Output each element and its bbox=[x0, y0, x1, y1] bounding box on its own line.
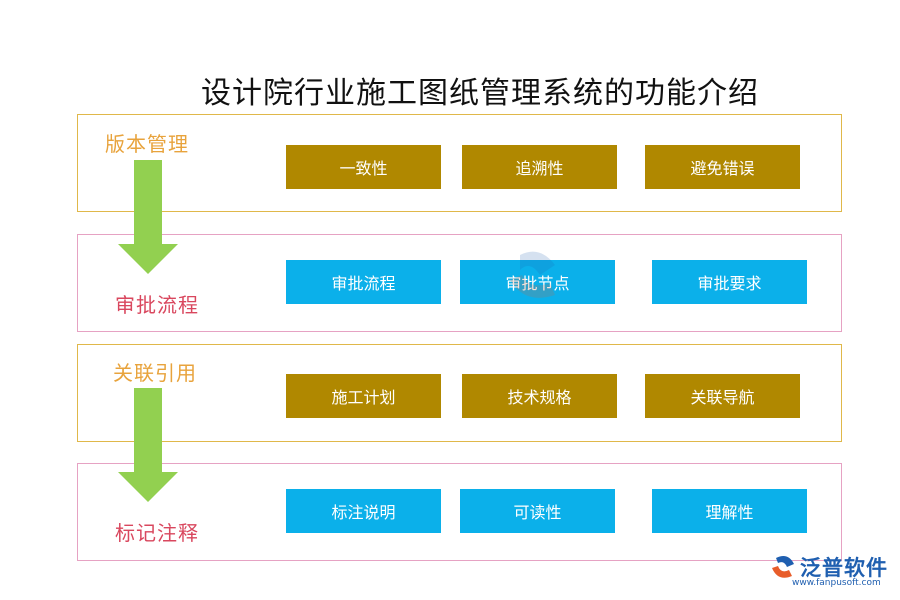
section-label-markup-annotation: 标记注释 bbox=[115, 521, 199, 545]
watermark-logo-icon bbox=[510, 251, 555, 298]
item-construction-plan: 施工计划 bbox=[286, 374, 441, 418]
item-technical-specs: 技术规格 bbox=[462, 374, 617, 418]
item-comprehensibility: 理解性 bbox=[652, 489, 807, 533]
page-title: 设计院行业施工图纸管理系统的功能介绍 bbox=[201, 76, 759, 111]
section-label-reference-linking: 关联引用 bbox=[113, 361, 197, 385]
item-traceability: 追溯性 bbox=[462, 145, 617, 189]
item-consistency: 一致性 bbox=[286, 145, 441, 189]
section-label-version-management: 版本管理 bbox=[105, 132, 189, 156]
item-approval-requirements: 审批要求 bbox=[652, 260, 807, 304]
brand-url: www.fanpusoft.com bbox=[792, 578, 881, 588]
item-approval-nodes: 审批节点 bbox=[460, 260, 615, 304]
brand-name: 泛普软件 bbox=[800, 556, 888, 580]
item-avoid-errors: 避免错误 bbox=[645, 145, 800, 189]
down-arrow-icon bbox=[118, 160, 178, 274]
section-label-approval-process: 审批流程 bbox=[115, 293, 199, 317]
fanpu-logo-icon bbox=[772, 556, 794, 578]
brand-logo: 泛普软件 bbox=[770, 552, 888, 582]
item-approval-flow: 审批流程 bbox=[286, 260, 441, 304]
item-link-navigation: 关联导航 bbox=[645, 374, 800, 418]
down-arrow-icon bbox=[118, 388, 178, 502]
item-annotation-notes: 标注说明 bbox=[286, 489, 441, 533]
item-readability: 可读性 bbox=[460, 489, 615, 533]
